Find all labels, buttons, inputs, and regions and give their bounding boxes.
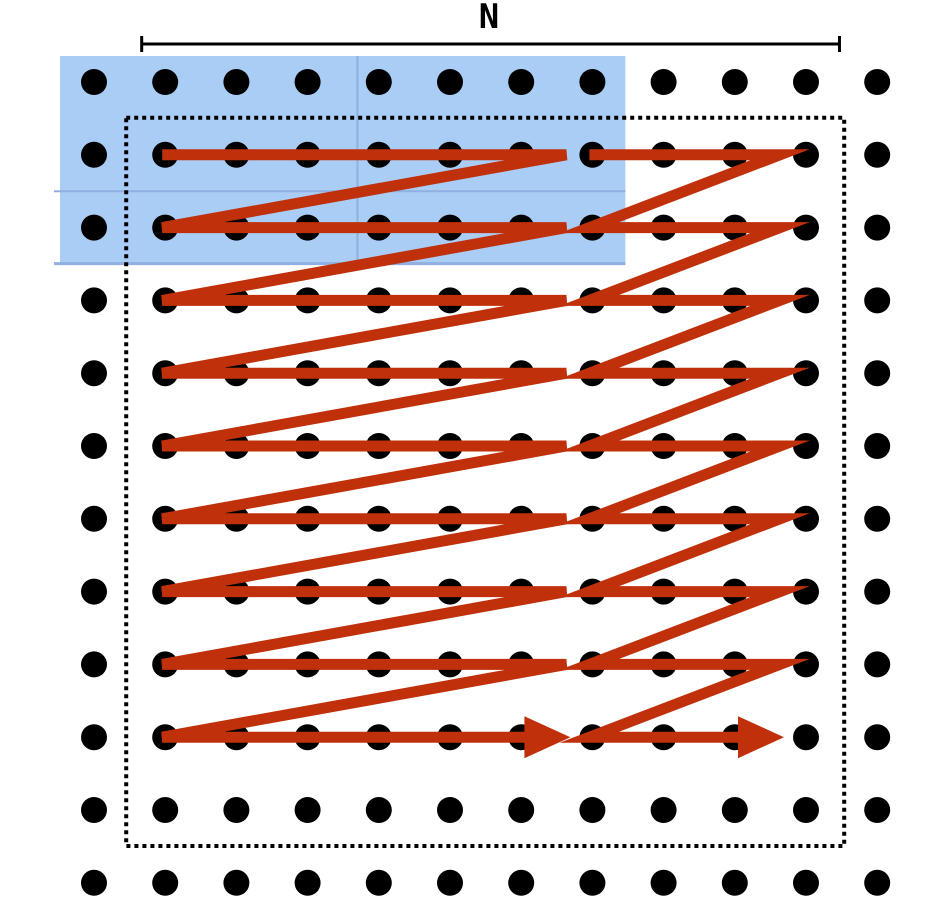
- grid-dot: [793, 505, 819, 532]
- grid-dot: [294, 869, 321, 896]
- grid-dot: [793, 214, 819, 241]
- grid-dot: [437, 69, 463, 95]
- grid-dot: [152, 69, 179, 95]
- grid-dot: [437, 797, 463, 823]
- dimension-marker: N: [140, 0, 841, 52]
- grid-dot: [81, 433, 107, 459]
- grid-dot: [365, 869, 392, 896]
- grid-dot: [223, 869, 250, 896]
- grid-dot: [864, 69, 891, 95]
- grid-dot: [365, 69, 392, 95]
- grid-dot: [793, 651, 819, 678]
- grid-dot: [81, 869, 107, 896]
- grid-dot: [864, 141, 891, 168]
- grid-dot: [721, 869, 748, 896]
- region-border: [124, 115, 847, 849]
- grid-dot: [793, 141, 819, 168]
- grid-dot: [864, 651, 891, 678]
- grid-dot: [365, 797, 392, 823]
- dimension-label: N: [479, 0, 499, 37]
- scan-path-arrowhead: [524, 716, 571, 759]
- grid-dot: [864, 869, 891, 896]
- grid-dot: [81, 578, 107, 605]
- grid-dot: [81, 724, 107, 751]
- grid-dot: [152, 797, 179, 823]
- grid-dot: [81, 214, 107, 241]
- grid-dot: [864, 360, 891, 387]
- scan-paths: [161, 149, 810, 759]
- grid-dot: [81, 141, 107, 168]
- grid-dot: [793, 433, 819, 459]
- grid-dot: [793, 69, 819, 95]
- grid-dot: [793, 360, 819, 387]
- grid-dot: [81, 797, 107, 823]
- grid-dot: [793, 287, 819, 314]
- grid-dot: [721, 797, 748, 823]
- grid-dot: [864, 724, 891, 751]
- grid-dot: [81, 287, 107, 314]
- grid-dot: [650, 797, 677, 823]
- grid-dot: [864, 433, 891, 459]
- grid-dot: [81, 69, 107, 95]
- grid-dot: [721, 69, 748, 95]
- scan-path-arrowhead: [738, 716, 784, 759]
- grid-dot: [864, 505, 891, 532]
- grid-dot: [793, 869, 819, 896]
- grid-dot: [650, 869, 677, 896]
- grid-dot: [793, 724, 819, 751]
- grid-dot: [508, 869, 535, 896]
- grid-dot: [864, 287, 891, 314]
- grid-dot: [864, 214, 891, 241]
- grid-dot: [81, 651, 107, 678]
- grid-dot: [437, 869, 463, 896]
- grid-dot: [793, 797, 819, 823]
- grid-dot: [223, 69, 250, 95]
- grid-dot: [864, 797, 891, 823]
- grid-dot: [294, 797, 321, 823]
- grid-dot: [650, 69, 677, 95]
- grid-dot: [81, 360, 107, 387]
- scan-path-block-1: [161, 149, 568, 743]
- grid-dot: [294, 69, 321, 95]
- grid-dot: [81, 505, 107, 532]
- grid-dot: [793, 578, 819, 605]
- grid-dot: [579, 797, 606, 823]
- grid-dot: [579, 869, 606, 896]
- grid-dot: [864, 578, 891, 605]
- grid-dot: [152, 869, 179, 896]
- traversal-region-border: [124, 115, 847, 849]
- grid-dot: [508, 797, 535, 823]
- grid-dot: [579, 69, 606, 95]
- grid-dot: [223, 797, 250, 823]
- scan-path-block-2: [559, 149, 810, 743]
- grid-dot: [508, 69, 535, 95]
